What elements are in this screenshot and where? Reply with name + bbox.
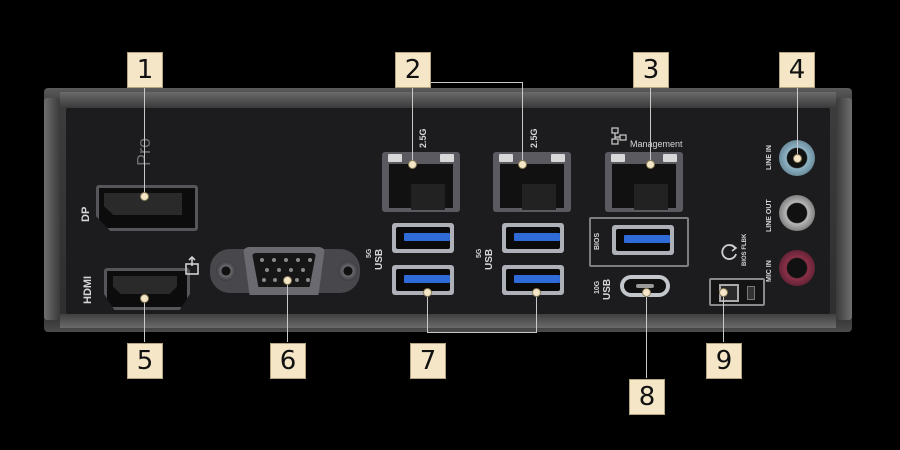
lan-speed-label-1: 2.5G <box>418 128 428 148</box>
io-shield-left-edge <box>44 98 60 320</box>
usb-a-port-icon <box>392 223 454 253</box>
bios-flashback-button-icon <box>709 278 765 306</box>
callout-number-8: 8 <box>629 379 665 415</box>
usb-a-port-icon <box>612 225 674 255</box>
line-in-label: LINE IN <box>766 145 773 170</box>
usb-c-label: USB <box>602 278 613 300</box>
callout-number-2: 2 <box>395 52 431 88</box>
callout-dot-1 <box>140 192 149 201</box>
audio-jack-icon <box>779 195 815 231</box>
io-shield-right-edge <box>836 98 852 320</box>
callout-line-7b <box>536 292 537 332</box>
usb-5g-label-a: 5G <box>366 248 373 258</box>
hdmi-label: HDMI <box>82 275 94 304</box>
callout-number-5: 5 <box>127 343 163 379</box>
usb-label-b: USB <box>484 248 495 270</box>
bios-usb-outline <box>589 217 689 267</box>
usb-c-port-icon <box>620 275 670 297</box>
callout-line-8 <box>646 292 647 378</box>
callout-line-2b <box>522 82 523 164</box>
callout-number-6: 6 <box>270 343 306 379</box>
usb-10g-label: 10G <box>594 280 601 294</box>
callout-line-4 <box>797 86 798 158</box>
bios-usb-label: BIOS <box>594 232 601 250</box>
lan-speed-label-2: 2.5G <box>529 128 539 148</box>
io-shield-top-edge <box>60 92 836 106</box>
usb-a-port-icon <box>502 223 564 253</box>
callout-dot-2b <box>518 160 527 169</box>
callout-dot-9 <box>719 288 728 297</box>
callout-number-4: 4 <box>779 52 815 88</box>
io-shield-bottom-edge <box>60 314 836 328</box>
callout-dot-7a <box>423 288 432 297</box>
callout-dot-3 <box>646 160 655 169</box>
callout-line-7h <box>427 332 537 333</box>
usb-5g-label-b: 5G <box>476 248 483 258</box>
callout-dot-4 <box>793 154 802 163</box>
callout-line-2a <box>412 86 413 164</box>
callout-dot-6 <box>283 276 292 285</box>
hdmi-port-inner <box>113 276 177 294</box>
ethernet-port-icon <box>605 152 683 212</box>
callout-line-7a <box>427 292 428 332</box>
usb-label-a: USB <box>374 248 385 270</box>
callout-line-3 <box>650 86 651 164</box>
flashback-refresh-icon <box>721 244 738 260</box>
callout-number-1: 1 <box>127 52 163 88</box>
callout-line-1 <box>144 86 145 196</box>
management-label: Management <box>630 139 683 149</box>
audio-jack-icon <box>779 250 815 286</box>
callout-dot-5 <box>140 294 149 303</box>
callout-number-3: 3 <box>633 52 669 88</box>
displayport-port-inner <box>104 193 182 215</box>
vga-screw-left <box>216 261 236 281</box>
callout-line-2h <box>430 82 523 83</box>
callout-line-5 <box>144 298 145 342</box>
callout-number-7: 7 <box>410 343 446 379</box>
callout-line-6 <box>287 280 288 342</box>
ethernet-port-icon <box>382 152 460 212</box>
callout-number-9: 9 <box>706 343 742 379</box>
callout-dot-8 <box>642 288 651 297</box>
callout-dot-2a <box>408 160 417 169</box>
display-output-icon <box>185 256 199 275</box>
callout-dot-7b <box>532 288 541 297</box>
callout-line-9 <box>723 292 724 342</box>
bios-flbk-label: BIOS FLBK <box>742 233 748 266</box>
mic-in-label: MIC IN <box>766 260 773 282</box>
dp-label: DP <box>80 206 92 222</box>
network-management-icon <box>611 127 627 145</box>
ethernet-port-icon <box>493 152 571 212</box>
usb-a-port-icon <box>502 265 564 295</box>
vga-screw-right <box>338 261 358 281</box>
line-out-label: LINE OUT <box>766 199 773 232</box>
